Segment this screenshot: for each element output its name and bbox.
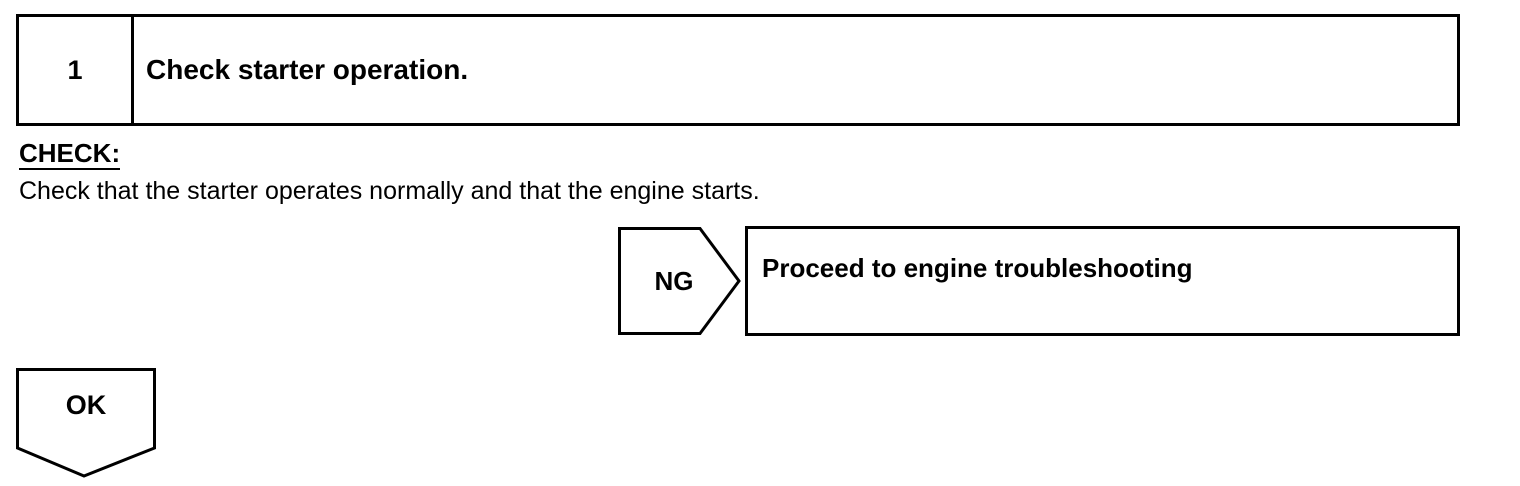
step-number: 1	[19, 17, 134, 123]
check-instruction: Check that the starter operates normally…	[19, 177, 760, 205]
check-heading: CHECK:	[19, 138, 121, 170]
ng-label: NG	[654, 265, 694, 296]
ok-branch-arrow: OK	[16, 368, 158, 480]
down-arrow-shape	[16, 368, 156, 478]
right-arrow-shape	[618, 227, 741, 335]
ng-action-box: Proceed to engine troubleshooting	[745, 226, 1460, 336]
ok-label: OK	[65, 390, 107, 420]
ng-action-text: Proceed to engine troubleshooting	[762, 253, 1193, 283]
step-header-box: 1 Check starter operation.	[16, 14, 1460, 126]
ng-branch-arrow: NG	[618, 227, 742, 337]
step-title: Check starter operation.	[146, 54, 469, 85]
